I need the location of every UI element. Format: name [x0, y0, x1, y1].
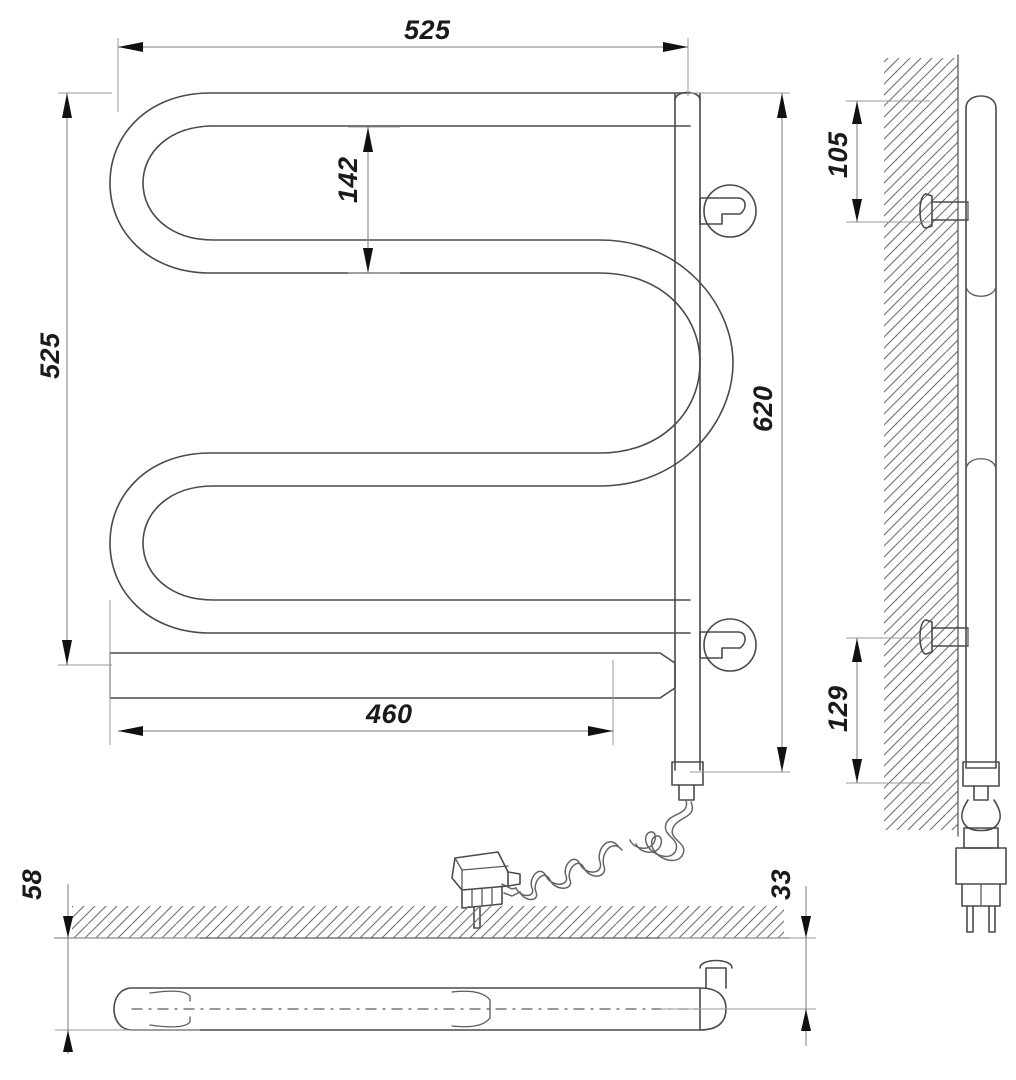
dim-loop-pitch: 142 [333, 126, 400, 274]
dim-width-overall: 525 [117, 15, 689, 112]
front-elevation-view: 525 525 142 620 [35, 15, 790, 929]
dim-label-525-width: 525 [404, 15, 451, 45]
top-plan-section-view: 58 33 [17, 869, 816, 1054]
dim-label-33: 33 [766, 869, 796, 900]
wall-bracket-bottom [699, 618, 757, 672]
dim-label-58: 58 [17, 869, 47, 900]
heating-element-cap [671, 761, 704, 786]
lower-cross-bar [109, 652, 676, 699]
side-mains-plug [955, 799, 1007, 933]
side-rail-profile [962, 95, 1000, 801]
dim-label-129: 129 [823, 685, 853, 732]
dim-upper-bracket-offset: 105 [823, 100, 930, 223]
dim-lower-bar-width: 460 [109, 600, 614, 745]
mains-plug [451, 851, 521, 929]
side-wall-bracket-top [919, 193, 969, 229]
side-section-view: 105 129 [823, 54, 1007, 933]
dim-label-620: 620 [748, 385, 778, 432]
wall-hatched-section [884, 54, 959, 837]
dim-wall-depth-left: 58 [17, 869, 200, 1054]
plan-rail-profile [113, 959, 733, 1031]
dim-wall-depth-right: 33 [660, 869, 816, 1046]
dim-label-142: 142 [333, 156, 363, 203]
dim-label-105: 105 [823, 131, 853, 178]
side-wall-bracket-bottom [919, 619, 969, 655]
dim-label-525-height: 525 [35, 332, 65, 379]
dim-height-overall: 525 [35, 92, 112, 666]
dim-lower-bracket-offset: 129 [823, 637, 930, 784]
plan-wall-hatched-section [54, 906, 791, 939]
dim-total-height: 620 [690, 92, 790, 773]
dim-label-460: 460 [365, 699, 413, 729]
wall-bracket-top [699, 184, 757, 238]
s-shaped-heated-tube [109, 92, 734, 634]
coiled-power-cord [501, 799, 694, 901]
